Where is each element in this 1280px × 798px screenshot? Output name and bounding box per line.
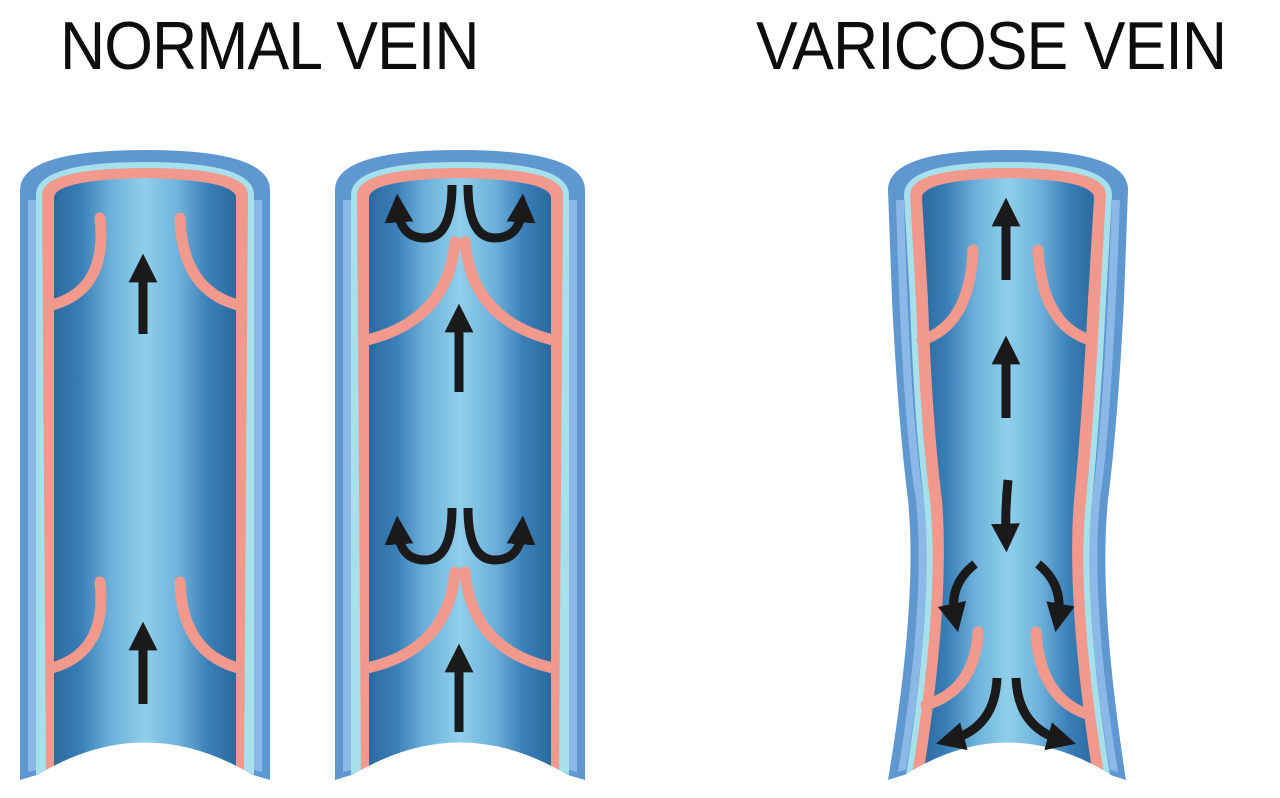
curved-arrow-down-left-icon bbox=[937, 560, 978, 633]
varicose-vein-title: VARICOSE VEIN bbox=[756, 8, 1227, 84]
normal-vein-open-panel bbox=[20, 150, 270, 798]
diverging-arrow-down-left-icon bbox=[936, 677, 1002, 751]
u-turn-arrow-right-icon bbox=[463, 507, 536, 565]
u-turn-arrow-right-icon bbox=[463, 184, 536, 243]
diverging-arrow-down-right-icon bbox=[1011, 677, 1076, 751]
curved-arrow-down-right-icon bbox=[1035, 560, 1075, 633]
normal-vein-closed-panel bbox=[335, 150, 585, 798]
u-turn-arrow-left-icon bbox=[384, 184, 457, 243]
normal-vein-title: NORMAL VEIN bbox=[60, 8, 480, 84]
u-turn-arrow-left-icon bbox=[384, 507, 457, 565]
varicose-vein-panel bbox=[888, 150, 1128, 798]
arrow-down-icon bbox=[991, 479, 1020, 553]
